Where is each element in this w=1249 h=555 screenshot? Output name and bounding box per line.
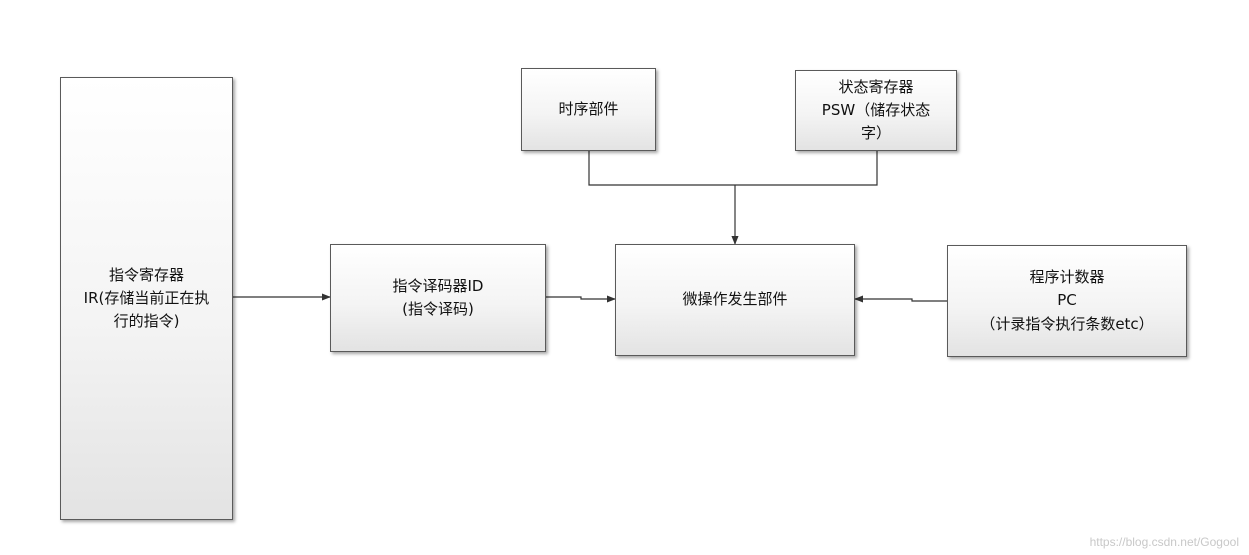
pc-line-2: PC bbox=[1057, 291, 1077, 310]
decoder-line-1: 指令译码器ID bbox=[392, 276, 484, 295]
micro-operation-generator-box: 微操作发生部件 bbox=[615, 244, 855, 356]
pc-line-3: （计录指令执行条数etc） bbox=[980, 314, 1154, 333]
timing-line-1: 时序部件 bbox=[558, 99, 619, 118]
ir-line-2: IR(存储当前正在执 bbox=[83, 288, 210, 307]
pc-line-1: 程序计数器 bbox=[1029, 268, 1105, 287]
arrow-decoder-to-micro-op bbox=[546, 295, 616, 303]
ir-line-1: 指令寄存器 bbox=[108, 265, 184, 284]
program-counter-box: 程序计数器 PC （计录指令执行条数etc） bbox=[947, 245, 1187, 357]
line-timing-down bbox=[588, 151, 878, 186]
instruction-register-box: 指令寄存器 IR(存储当前正在执 行的指令) bbox=[60, 77, 233, 520]
decoder-line-2: (指令译码) bbox=[402, 300, 474, 318]
micro-op-line-1: 微操作发生部件 bbox=[682, 290, 788, 309]
psw-register-box: 状态寄存器 PSW（储存状态 字） bbox=[795, 70, 957, 151]
psw-line-2: PSW（储存状态 bbox=[821, 100, 931, 119]
instruction-decoder-box: 指令译码器ID (指令译码) bbox=[330, 244, 546, 352]
psw-line-1: 状态寄存器 bbox=[838, 77, 914, 96]
timing-unit-box: 时序部件 bbox=[521, 68, 656, 151]
watermark-text: https://blog.csdn.net/Gogool bbox=[1089, 535, 1239, 549]
arrow-pc-to-micro-op bbox=[854, 295, 947, 303]
ir-line-3: 行的指令) bbox=[113, 312, 180, 331]
psw-line-3: 字） bbox=[860, 124, 891, 143]
